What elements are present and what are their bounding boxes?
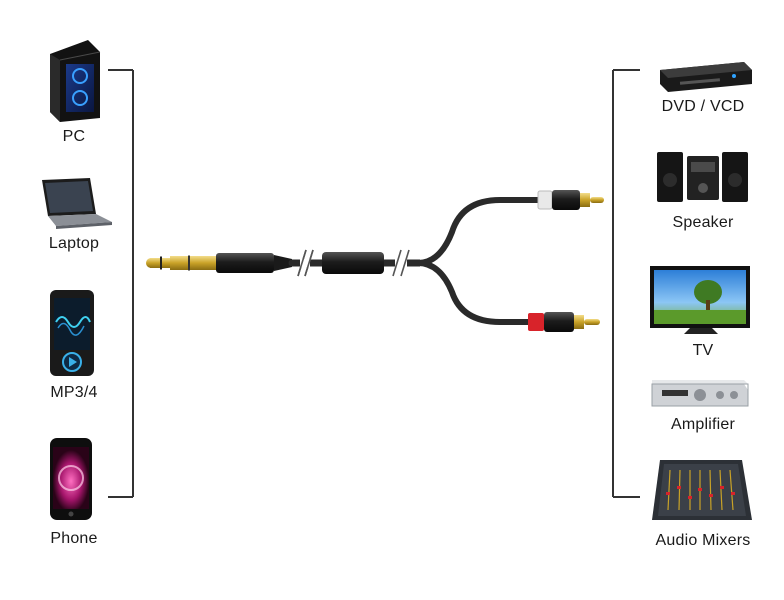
- y-cable: [146, 190, 604, 332]
- device-label-amplifier: Amplifier: [670, 416, 736, 433]
- right-bracket: [612, 69, 640, 498]
- device-label-laptop: Laptop: [48, 235, 100, 252]
- tv-icon: [650, 266, 750, 334]
- rca-plug-white: [537, 190, 604, 210]
- amplifier-icon: [651, 380, 749, 407]
- splitter: [322, 252, 384, 274]
- trs-plug: [146, 253, 292, 273]
- device-label-mp3: MP3/4: [50, 384, 98, 401]
- device-label-speaker: Speaker: [672, 214, 734, 231]
- dvd-player-icon: [660, 62, 752, 92]
- device-label-pc: PC: [62, 128, 86, 145]
- device-label-phone: Phone: [50, 530, 98, 547]
- device-label-tv: TV: [692, 342, 714, 359]
- audio-mixer-icon: [652, 460, 752, 520]
- left-bracket: [108, 69, 134, 498]
- laptop-icon: [42, 178, 112, 229]
- rca-plug-red: [528, 312, 600, 332]
- device-label-dvd: DVD / VCD: [661, 98, 745, 115]
- pc-tower-icon: [50, 40, 101, 122]
- speaker-system-icon: [657, 152, 748, 202]
- device-label-audio-mixers: Audio Mixers: [655, 532, 751, 549]
- smartphone-icon: [50, 438, 92, 520]
- mp3-player-icon: [50, 290, 94, 376]
